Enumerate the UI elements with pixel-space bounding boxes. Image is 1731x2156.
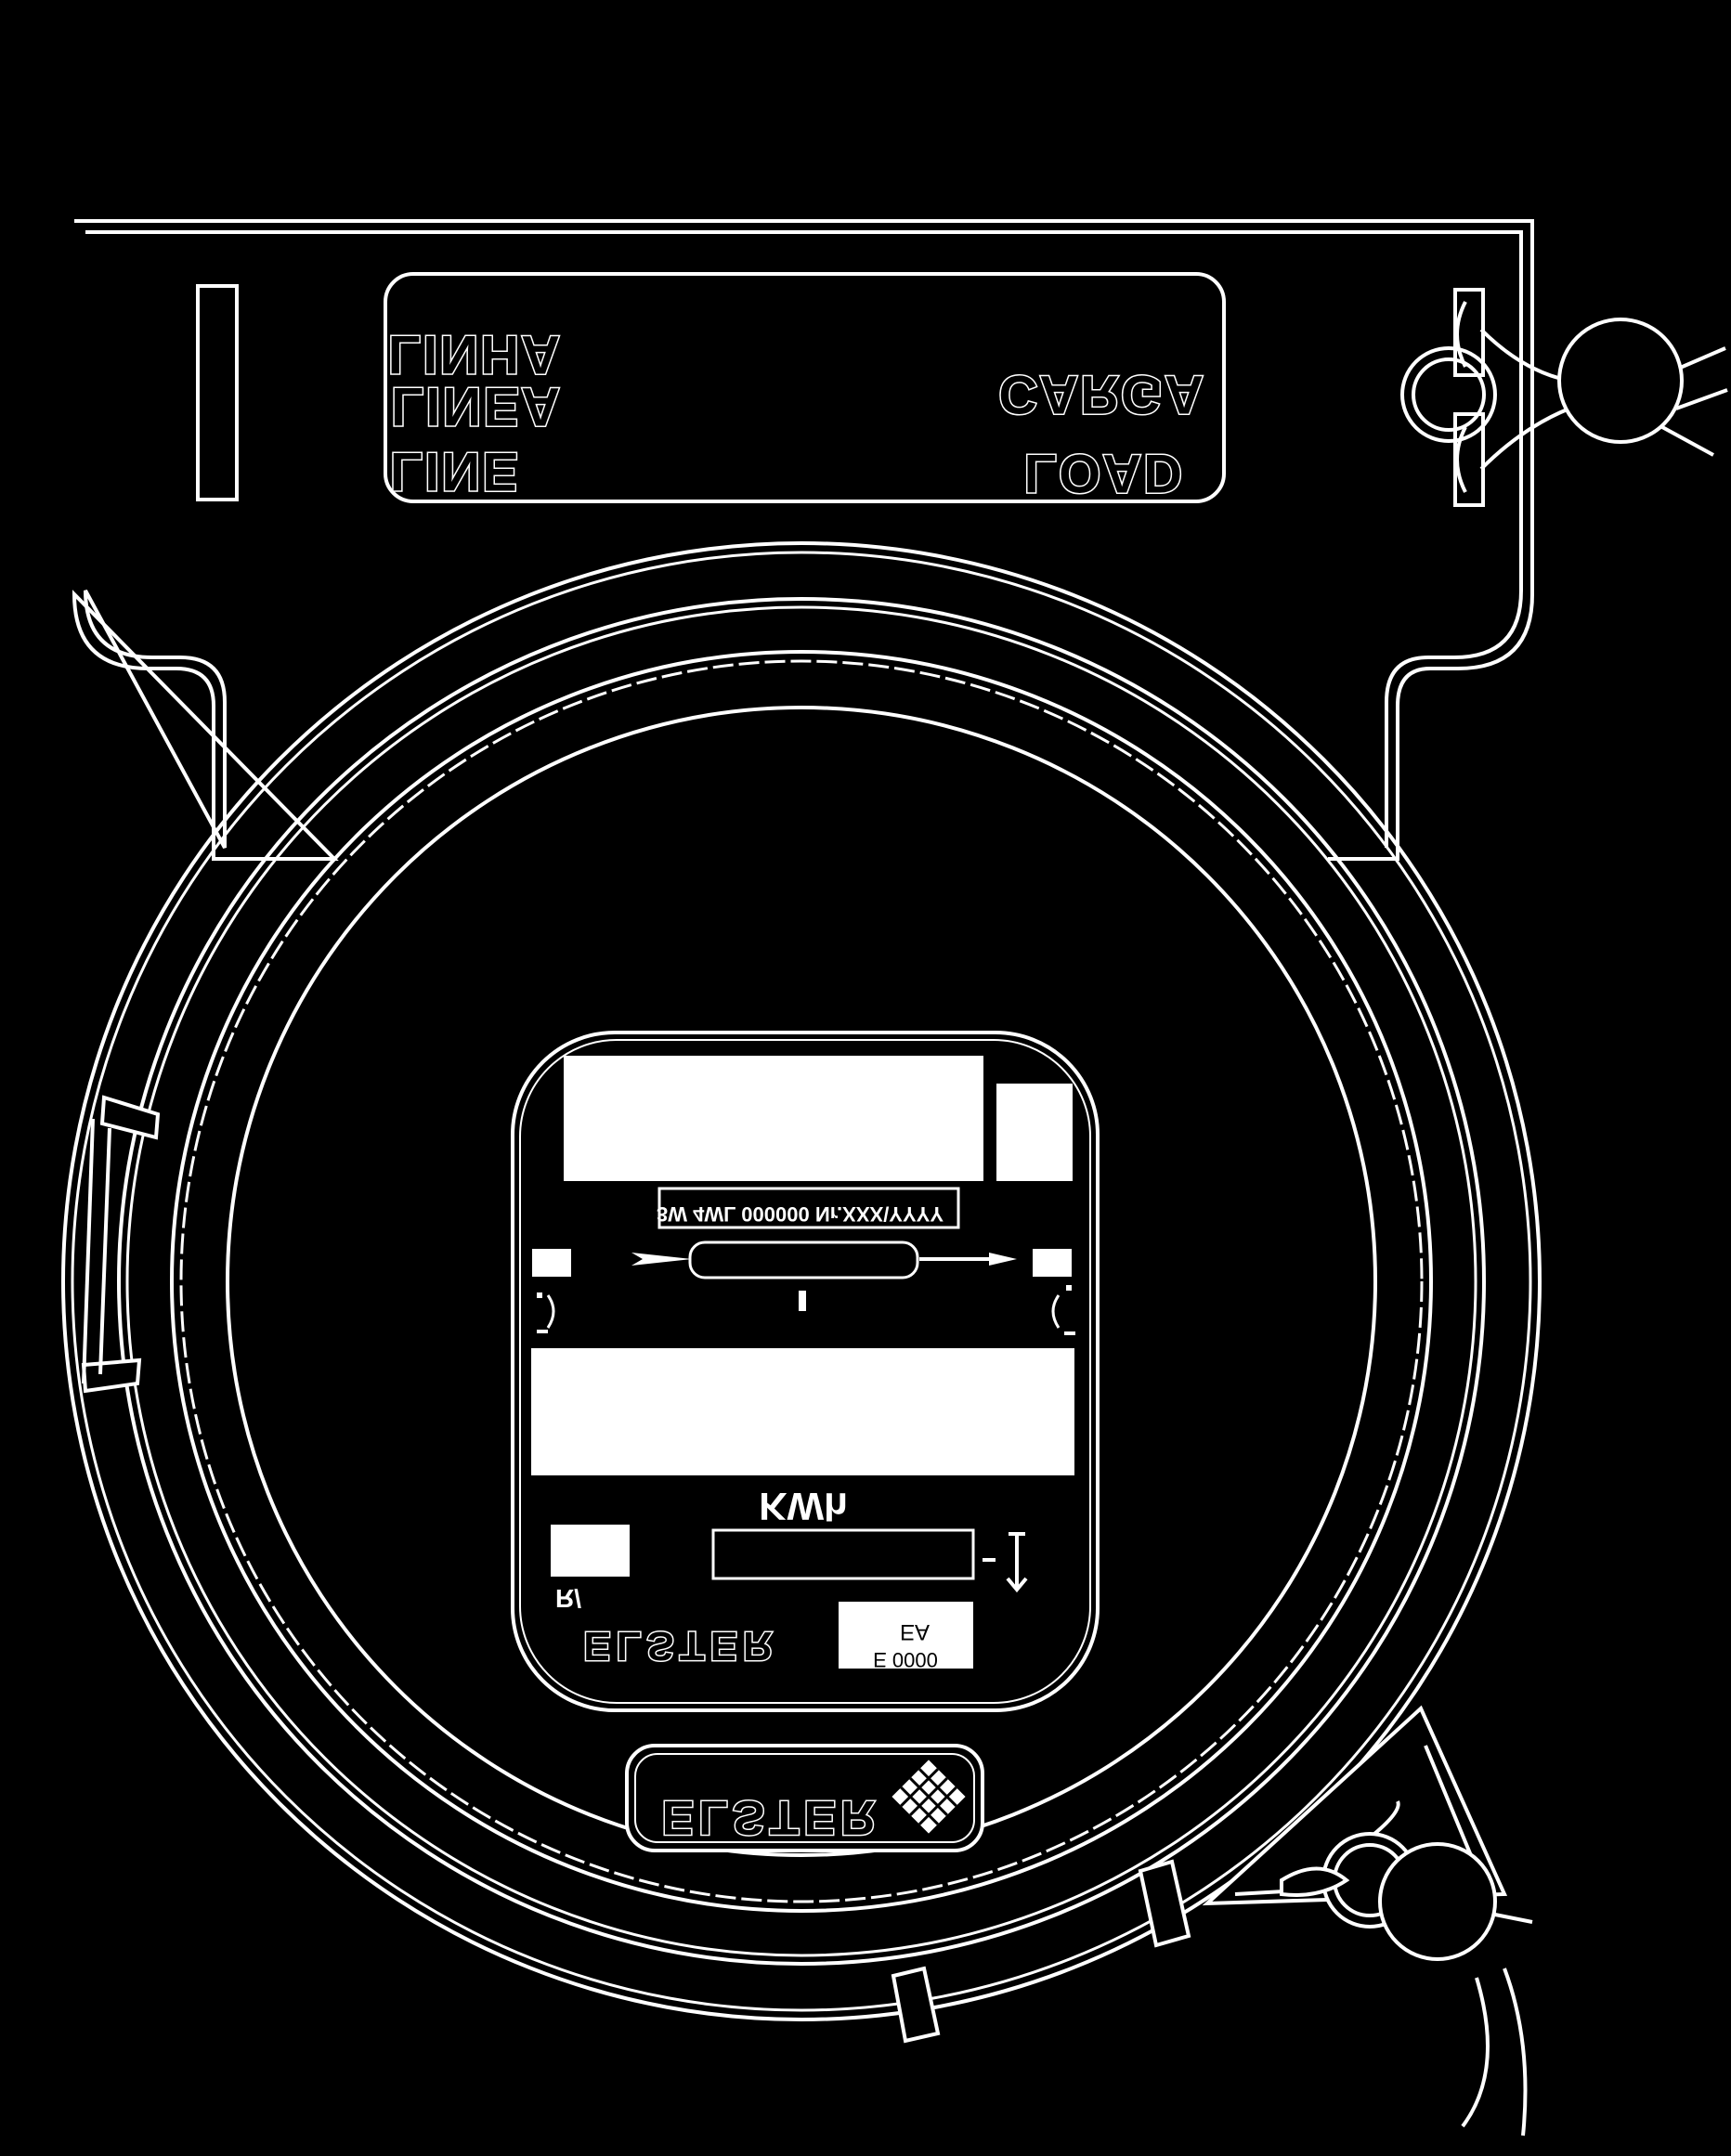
- meter-cover-rings: [61, 541, 1542, 2021]
- cert-mark-line2: E 0000: [873, 1648, 938, 1671]
- label-linha: LINHA: [388, 324, 562, 384]
- small-id-label: R/: [555, 1584, 581, 1613]
- cover-latch-bottom: [891, 1859, 1191, 2044]
- badge-brand-text: ELSTER: [661, 1790, 879, 1844]
- register-window: [564, 1056, 983, 1181]
- top-seal-assembly: [1400, 288, 1728, 507]
- label-line: LINE: [390, 441, 520, 501]
- spec-line: 3W 4WL 000000 Nr.XXX\YYYY: [657, 1202, 944, 1226]
- terminal-cover: [72, 219, 1534, 861]
- line-load-label-panel: LINHA LINEA LINE CARGA LOAD: [384, 272, 1226, 505]
- bottom-lead-seal: [1378, 1842, 1497, 1961]
- label-linea: LINEA: [391, 376, 562, 436]
- cert-mark: [839, 1602, 973, 1669]
- nameplate: 3W 4WL 000000 Nr.XXX\YYYY KWh R/ ELS: [511, 1031, 1100, 1712]
- pulse-led-left: [532, 1249, 571, 1277]
- nameplate-brand: ELSTER: [583, 1623, 778, 1669]
- info-panel: [531, 1348, 1074, 1475]
- pulse-indicator-bar: [688, 1240, 919, 1279]
- label-carga: CARGA: [998, 364, 1205, 424]
- unit-label: KWh: [759, 1485, 848, 1528]
- terminal-slot: [196, 284, 239, 501]
- pulse-led-right: [1033, 1249, 1072, 1277]
- label-load: LOAD: [1024, 443, 1184, 503]
- serial-box: [711, 1528, 975, 1580]
- brand-badge: ELSTER: [625, 1744, 984, 1852]
- top-lead-seal: [1557, 318, 1684, 444]
- cert-mark-line1: EA: [900, 1619, 930, 1644]
- small-id-box: [551, 1525, 630, 1577]
- cover-latch-left: [81, 1095, 161, 1394]
- register-side-window: [996, 1084, 1073, 1181]
- brand-logo-icon: [892, 1760, 966, 1834]
